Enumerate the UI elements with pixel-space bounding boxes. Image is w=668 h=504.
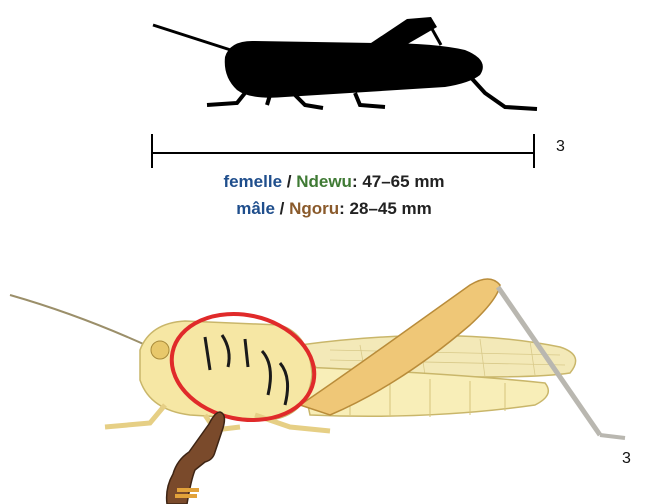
pointing-hand-icon — [165, 410, 240, 504]
locust-illustration-icon — [0, 255, 668, 504]
male-fr: mâle — [236, 199, 275, 218]
female-value: : 47–65 mm — [352, 172, 445, 191]
female-local: Ndewu — [296, 172, 352, 191]
male-sep: / — [275, 199, 289, 218]
plate-number-bottom: 3 — [622, 450, 631, 468]
male-size-label: mâle / Ngoru: 28–45 mm — [0, 199, 668, 219]
female-sep: / — [282, 172, 296, 191]
male-value: : 28–45 mm — [339, 199, 432, 218]
female-size-label: femelle / Ndewu: 47–65 mm — [0, 172, 668, 192]
male-local: Ngoru — [289, 199, 339, 218]
female-fr: femelle — [223, 172, 282, 191]
plate-number-top: 3 — [556, 138, 565, 156]
grasshopper-silhouette-icon — [145, 5, 545, 120]
scale-bar — [150, 130, 540, 170]
